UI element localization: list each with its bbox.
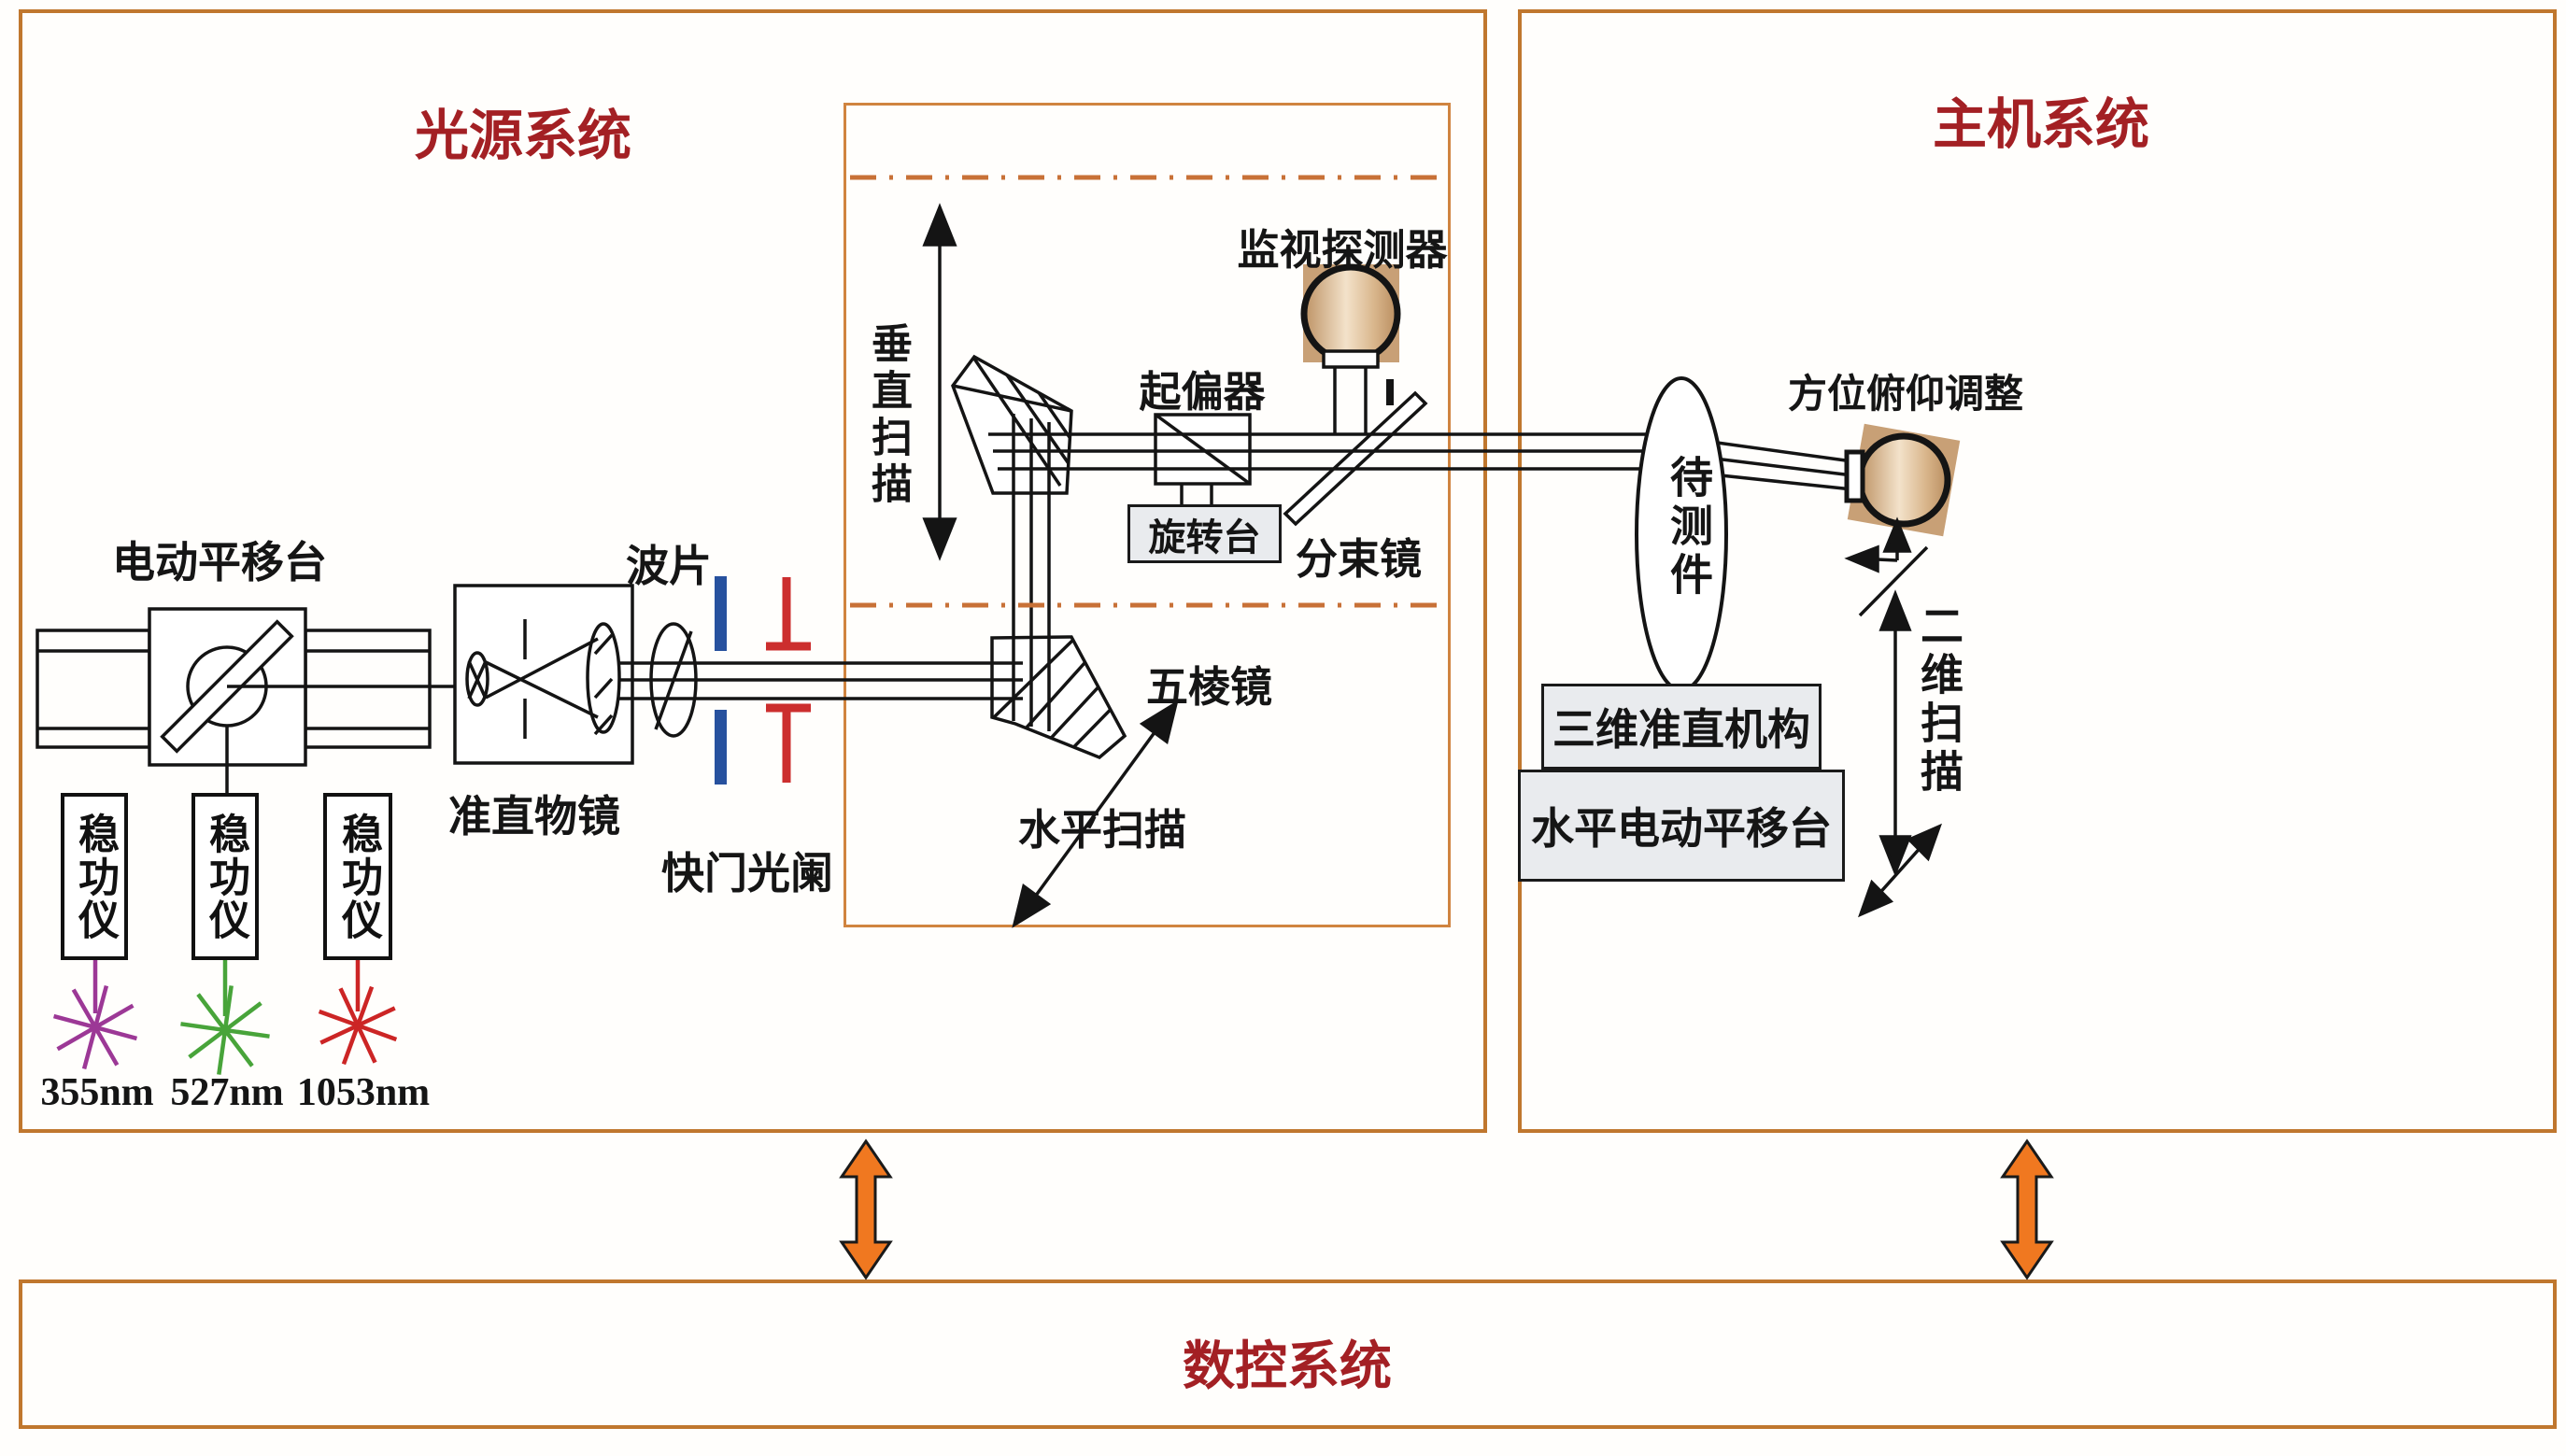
control-title: 数控系统 — [1183, 1338, 1392, 1396]
target-detector — [1844, 423, 1961, 537]
wavelength-1053: 1053nm — [296, 1071, 431, 1114]
wavelength-527: 527nm — [170, 1071, 284, 1114]
collimating-objective-box — [453, 584, 634, 765]
collimating-objective-label: 准直物镜 — [448, 793, 620, 841]
collimation-3d-box: 三维准直机构 — [1541, 684, 1822, 770]
rotation-stage-box: 旋转台 — [1127, 504, 1282, 563]
scan-subpanel — [844, 103, 1451, 927]
pentaprism-label: 五棱镜 — [1145, 664, 1272, 711]
monitor-detector-label: 监视探测器 — [1237, 227, 1448, 274]
power-meter-355: 稳功仪 — [61, 793, 128, 960]
laser-line-527 — [180, 960, 270, 1075]
aperture-blades — [766, 577, 811, 783]
azimuth-pitch-label: 方位俯仰调整 — [1788, 374, 2024, 417]
monitor-detector — [1300, 263, 1401, 435]
rotation-stage-label: 旋转台 — [1148, 516, 1261, 558]
power-meter-527: 稳功仪 — [191, 793, 259, 960]
rotating-mirror-mount — [148, 607, 467, 793]
dashdot-lines — [850, 175, 1446, 608]
light-source-panel — [19, 9, 1487, 1133]
wave-plate-label: 波片 — [626, 543, 712, 590]
power-meter-label: 稳功仪 — [72, 812, 118, 941]
horizontal-scan-label: 水平扫描 — [1017, 807, 1186, 854]
shutter-aperture-label: 快门光阑 — [661, 850, 833, 898]
two-d-scan-label: 二维扫描 — [1915, 602, 1963, 798]
test-piece-label: 待测件 — [1665, 455, 1712, 601]
horizontal-motor-stage-label: 水平电动平移台 — [1531, 805, 1832, 853]
horizontal-motor-stage-box: 水平电动平移台 — [1518, 770, 1845, 882]
beam-splitter-label: 分束镜 — [1295, 536, 1422, 583]
pentaprism-upper — [951, 354, 1073, 495]
power-meter-label: 稳功仪 — [335, 812, 381, 941]
laser-line-1053 — [318, 960, 398, 1066]
vertical-scan-label: 垂直扫描 — [865, 322, 911, 509]
polarizer-label: 起偏器 — [1139, 369, 1266, 416]
motor-stage-label: 电动平移台 — [112, 539, 327, 587]
polarizer-cube — [1154, 413, 1252, 505]
light-source-title: 光源系统 — [414, 106, 631, 166]
horizontal-scan-arrow — [1012, 700, 1179, 928]
wavelength-355: 355nm — [40, 1071, 154, 1114]
host-panel — [1518, 9, 2557, 1133]
host-title: 主机系统 — [1932, 94, 2149, 155]
collimation-3d-label: 三维准直机构 — [1552, 706, 1810, 754]
laser-line-355 — [52, 960, 138, 1070]
power-meter-label: 稳功仪 — [203, 812, 248, 941]
connector-arrows — [839, 1138, 2054, 1280]
power-meter-1053: 稳功仪 — [323, 793, 392, 960]
pitch-adjust-arrow — [1844, 516, 1912, 573]
shutter-blades — [715, 576, 727, 785]
vertical-scan-arrow — [922, 203, 957, 561]
two-d-scan-arrow — [1858, 545, 1942, 918]
control-panel — [19, 1279, 2557, 1429]
